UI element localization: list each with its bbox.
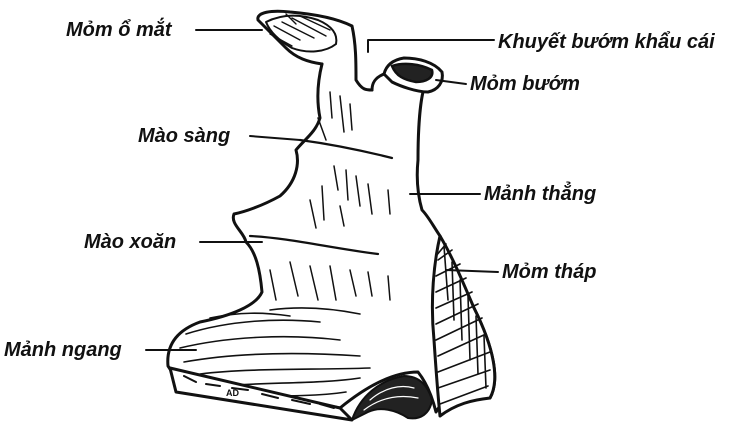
label-conchal-crest: Mào xoăn — [84, 232, 176, 252]
orbital-process-top — [266, 16, 336, 52]
conchal-crest-ridge — [250, 236, 378, 254]
surface-texture — [270, 92, 390, 300]
label-horizontal-plate: Mảnh ngang — [4, 340, 122, 360]
leader-sphenopalatine-notch — [368, 40, 494, 52]
label-sphenoidal-process: Mỏm bướm — [470, 74, 580, 94]
label-ethmoidal-crest: Mào sàng — [138, 126, 230, 146]
label-pyramidal-process: Mỏm tháp — [502, 262, 596, 282]
label-orbital-process: Mỏm ổ mắt — [66, 20, 172, 40]
edge-mark-text: AD — [226, 388, 239, 398]
leader-ethmoidal-crest — [250, 136, 300, 140]
ethmoidal-crest-ridge — [300, 140, 392, 158]
label-sphenopalatine-notch: Khuyết bướm khẩu cái — [498, 32, 715, 52]
label-perpendicular-plate: Mảnh thẳng — [484, 184, 596, 204]
